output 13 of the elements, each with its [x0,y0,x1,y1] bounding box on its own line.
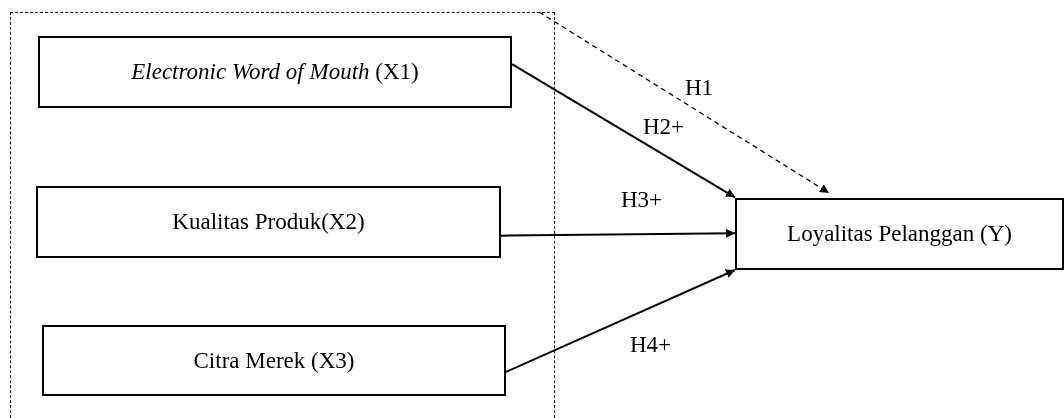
variable-label: Kualitas Produk(X2) [172,209,365,235]
variable-box [42,325,506,396]
arrow [500,228,736,238]
variable-box [36,186,501,258]
variable-label: Electronic Word of Mouth (X1) [131,59,419,85]
variable-label: Citra Merek (X3) [193,347,355,374]
arrow [511,63,736,199]
arrow [505,269,736,373]
variable-box [735,198,1064,270]
variable-label: Loyalitas Pelanggan (Y) [787,221,1012,247]
variable-box [38,36,512,108]
dashed-group-outline [10,12,555,418]
arrow [538,11,830,194]
